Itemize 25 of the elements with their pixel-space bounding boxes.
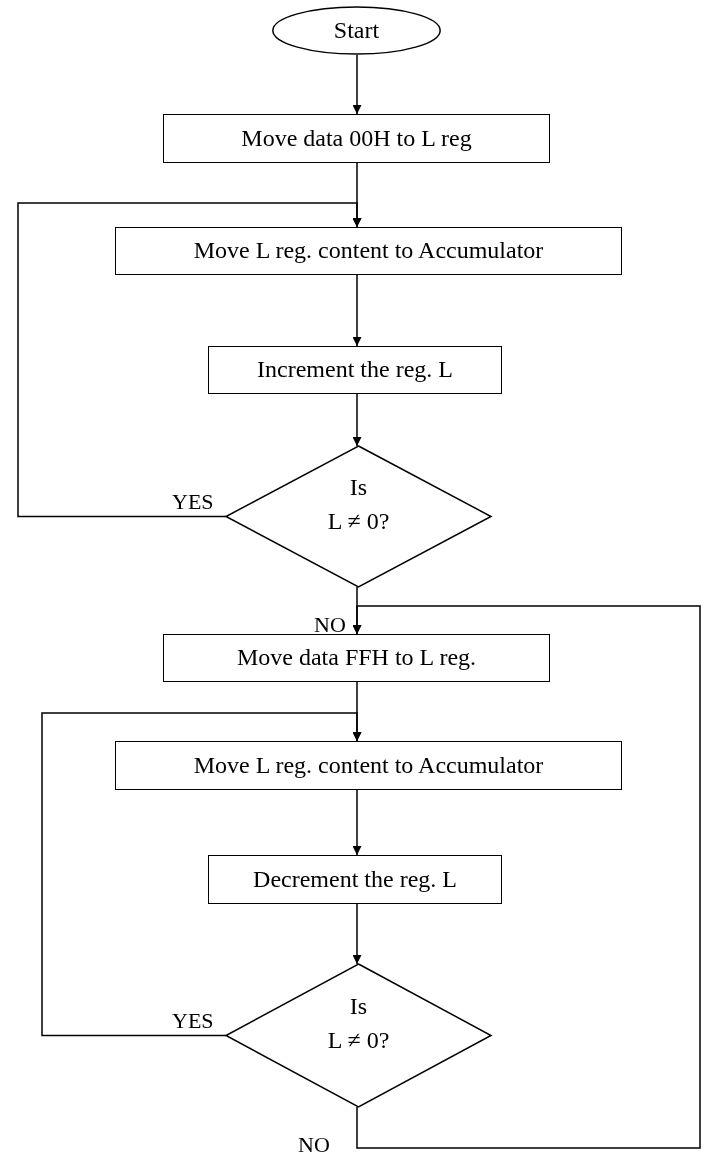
node-text: Is bbox=[349, 991, 368, 1021]
node-text: L ≠ 0? bbox=[327, 1025, 390, 1055]
process-box bbox=[115, 741, 622, 790]
node-text: Move data 00H to L reg bbox=[241, 123, 472, 153]
arrow bbox=[352, 393, 362, 447]
arrow bbox=[352, 605, 701, 1149]
process-box bbox=[208, 346, 502, 394]
node-text: Decrement the reg. L bbox=[253, 864, 457, 894]
node-text: Start bbox=[333, 15, 380, 45]
node-text: Is bbox=[349, 472, 368, 502]
arrow bbox=[17, 202, 362, 518]
arrow bbox=[352, 903, 362, 965]
arrow bbox=[352, 274, 362, 347]
node-text: Move L reg. content to Accumulator bbox=[193, 750, 544, 780]
arrow bbox=[41, 712, 362, 1037]
arrow bbox=[352, 789, 362, 856]
node-text: Move data FFH to L reg. bbox=[236, 643, 477, 673]
process-box bbox=[163, 114, 550, 163]
node-text: L ≠ 0? bbox=[327, 506, 390, 536]
process-box bbox=[115, 227, 622, 275]
process-box bbox=[163, 634, 550, 682]
node-text: Move L reg. content to Accumulator bbox=[193, 236, 544, 266]
process-box bbox=[208, 855, 502, 904]
node-text: Increment the reg. L bbox=[257, 355, 453, 385]
arrow bbox=[352, 54, 362, 115]
